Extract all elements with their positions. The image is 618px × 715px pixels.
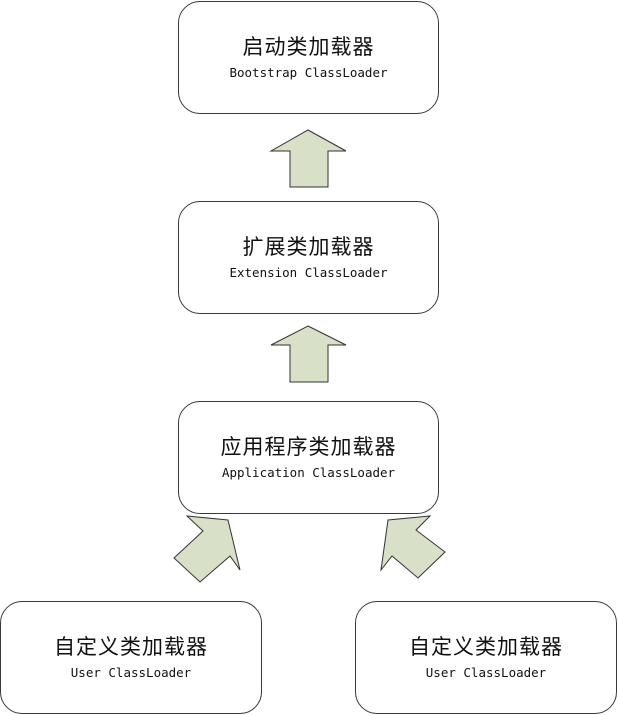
application-classloader-cn-label: 应用程序类加载器: [220, 435, 397, 459]
extension-classloader-en-label: Extension ClassLoader: [229, 265, 388, 280]
application-classloader-en-label: Application ClassLoader: [221, 465, 396, 480]
bootstrap-classloader-box: 启动类加载器 Bootstrap ClassLoader: [178, 1, 439, 114]
user-classloader-left-cn-label: 自定义类加载器: [54, 635, 208, 659]
bootstrap-classloader-cn-label: 启动类加载器: [242, 35, 375, 59]
extension-classloader-box: 扩展类加载器 Extension ClassLoader: [178, 201, 439, 314]
user-classloader-left-en-label: User ClassLoader: [70, 665, 192, 680]
user-classloader-right-en-label: User ClassLoader: [425, 665, 547, 680]
arrow-diagonal-up-right-icon: [173, 515, 241, 583]
application-classloader-box: 应用程序类加载器 Application ClassLoader: [178, 401, 439, 514]
extension-classloader-cn-label: 扩展类加载器: [242, 235, 375, 259]
arrow-up-icon: [270, 325, 347, 383]
bootstrap-classloader-en-label: Bootstrap ClassLoader: [229, 65, 388, 80]
user-classloader-right-cn-label: 自定义类加载器: [409, 635, 563, 659]
user-classloader-box-right: 自定义类加载器 User ClassLoader: [355, 601, 617, 714]
arrow-up-icon: [269, 129, 347, 188]
user-classloader-box-left: 自定义类加载器 User ClassLoader: [0, 601, 262, 714]
arrow-diagonal-up-left-icon: [380, 515, 446, 579]
